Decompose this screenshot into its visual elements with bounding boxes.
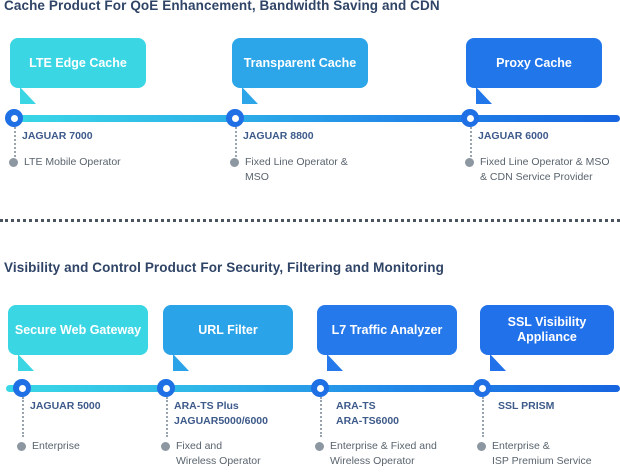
bubble-label: Secure Web Gateway	[14, 322, 142, 337]
timeline-node-ara-ts-plus[interactable]	[157, 379, 175, 397]
bubble-tail	[476, 87, 492, 104]
drop-line	[14, 127, 16, 157]
bubble-label: URL Filter	[198, 322, 258, 337]
bullet-dot-icon	[161, 442, 170, 451]
timeline-node-jaguar-5000[interactable]	[13, 379, 31, 397]
bubble-label: SSL Visibility Appliance	[507, 315, 587, 344]
bubble-lte-edge-cache[interactable]: LTE Edge Cache	[10, 38, 146, 104]
audience-row: Enterprise & Fixed and Wireless Operator	[315, 439, 470, 469]
bubble-label: Proxy Cache	[496, 55, 572, 70]
bullet-dot-icon	[9, 158, 18, 167]
audience-text: Enterprise & Fixed and Wireless Operator	[330, 440, 437, 467]
bubble-transparent-cache[interactable]: Transparent Cache	[232, 38, 368, 104]
drop-line	[166, 397, 168, 437]
bullet-dot-icon	[230, 158, 239, 167]
bubble-tail	[173, 354, 189, 371]
bullet-dot-icon	[315, 442, 324, 451]
audience-row: LTE Mobile Operator	[9, 155, 209, 170]
section-divider	[0, 219, 620, 222]
bubble-tail	[490, 354, 506, 371]
model-label-jaguar-7000: JAGUAR 7000	[22, 130, 93, 142]
bubble-label: L7 Traffic Analyzer	[331, 322, 443, 337]
audience-row: Fixed Line Operator & MSO	[230, 155, 420, 185]
bubble-l7-traffic-analyzer[interactable]: L7 Traffic Analyzer	[317, 305, 457, 371]
timeline-node-jaguar-6000[interactable]	[461, 109, 479, 127]
bubble-secure-web-gateway[interactable]: Secure Web Gateway	[8, 305, 148, 371]
section-title-visibility: Visibility and Control Product For Secur…	[4, 260, 444, 275]
timeline-node-ssl-prism[interactable]	[473, 379, 491, 397]
bubble-tail	[18, 354, 34, 371]
bubble-ssl-visibility-appliance[interactable]: SSL Visibility Appliance	[480, 305, 614, 371]
audience-row: Fixed and Wireless Operator	[161, 439, 301, 469]
audience-text: Enterprise & ISP Premium Service	[492, 440, 592, 467]
bullet-dot-icon	[465, 158, 474, 167]
audience-text: Fixed and Wireless Operator	[176, 440, 261, 467]
bubble-tail	[20, 87, 36, 104]
timeline-node-jaguar-8800[interactable]	[226, 109, 244, 127]
drop-line	[22, 397, 24, 437]
section-title-cache: Cache Product For QoE Enhancement, Bandw…	[4, 0, 440, 13]
model-label-jaguar-5000: JAGUAR 5000	[30, 400, 101, 412]
audience-text: Enterprise	[32, 440, 80, 452]
bullet-dot-icon	[477, 442, 486, 451]
drop-line	[482, 397, 484, 437]
model-label-ssl-prism: SSL PRISM	[498, 400, 555, 412]
bubble-url-filter[interactable]: URL Filter	[163, 305, 293, 371]
audience-row: Enterprise	[17, 439, 147, 454]
timeline-node-ara-ts[interactable]	[311, 379, 329, 397]
bubble-proxy-cache[interactable]: Proxy Cache	[466, 38, 602, 104]
audience-text: Fixed Line Operator & MSO	[245, 156, 348, 183]
drop-line	[320, 397, 322, 437]
audience-row: Fixed Line Operator & MSO & CDN Service …	[465, 155, 620, 185]
audience-text: LTE Mobile Operator	[24, 156, 121, 168]
drop-line	[470, 127, 472, 157]
drop-line	[235, 127, 237, 157]
audience-row: Enterprise & ISP Premium Service	[477, 439, 620, 469]
bubble-tail	[327, 354, 343, 371]
audience-text: Fixed Line Operator & MSO & CDN Service …	[480, 156, 610, 183]
bubble-tail	[242, 87, 258, 104]
timeline-node-jaguar-7000[interactable]	[5, 109, 23, 127]
model-label-ara-ts-plus: ARA-TS Plus JAGUAR5000/6000	[174, 400, 268, 428]
bullet-dot-icon	[17, 442, 26, 451]
bubble-label: Transparent Cache	[243, 55, 357, 70]
model-label-ara-ts: ARA-TS ARA-TS6000	[336, 400, 400, 428]
bubble-label: LTE Edge Cache	[29, 55, 127, 70]
model-label-jaguar-8800: JAGUAR 8800	[243, 130, 314, 142]
model-label-jaguar-6000: JAGUAR 6000	[478, 130, 549, 142]
timeline-rail-cache	[6, 115, 620, 122]
